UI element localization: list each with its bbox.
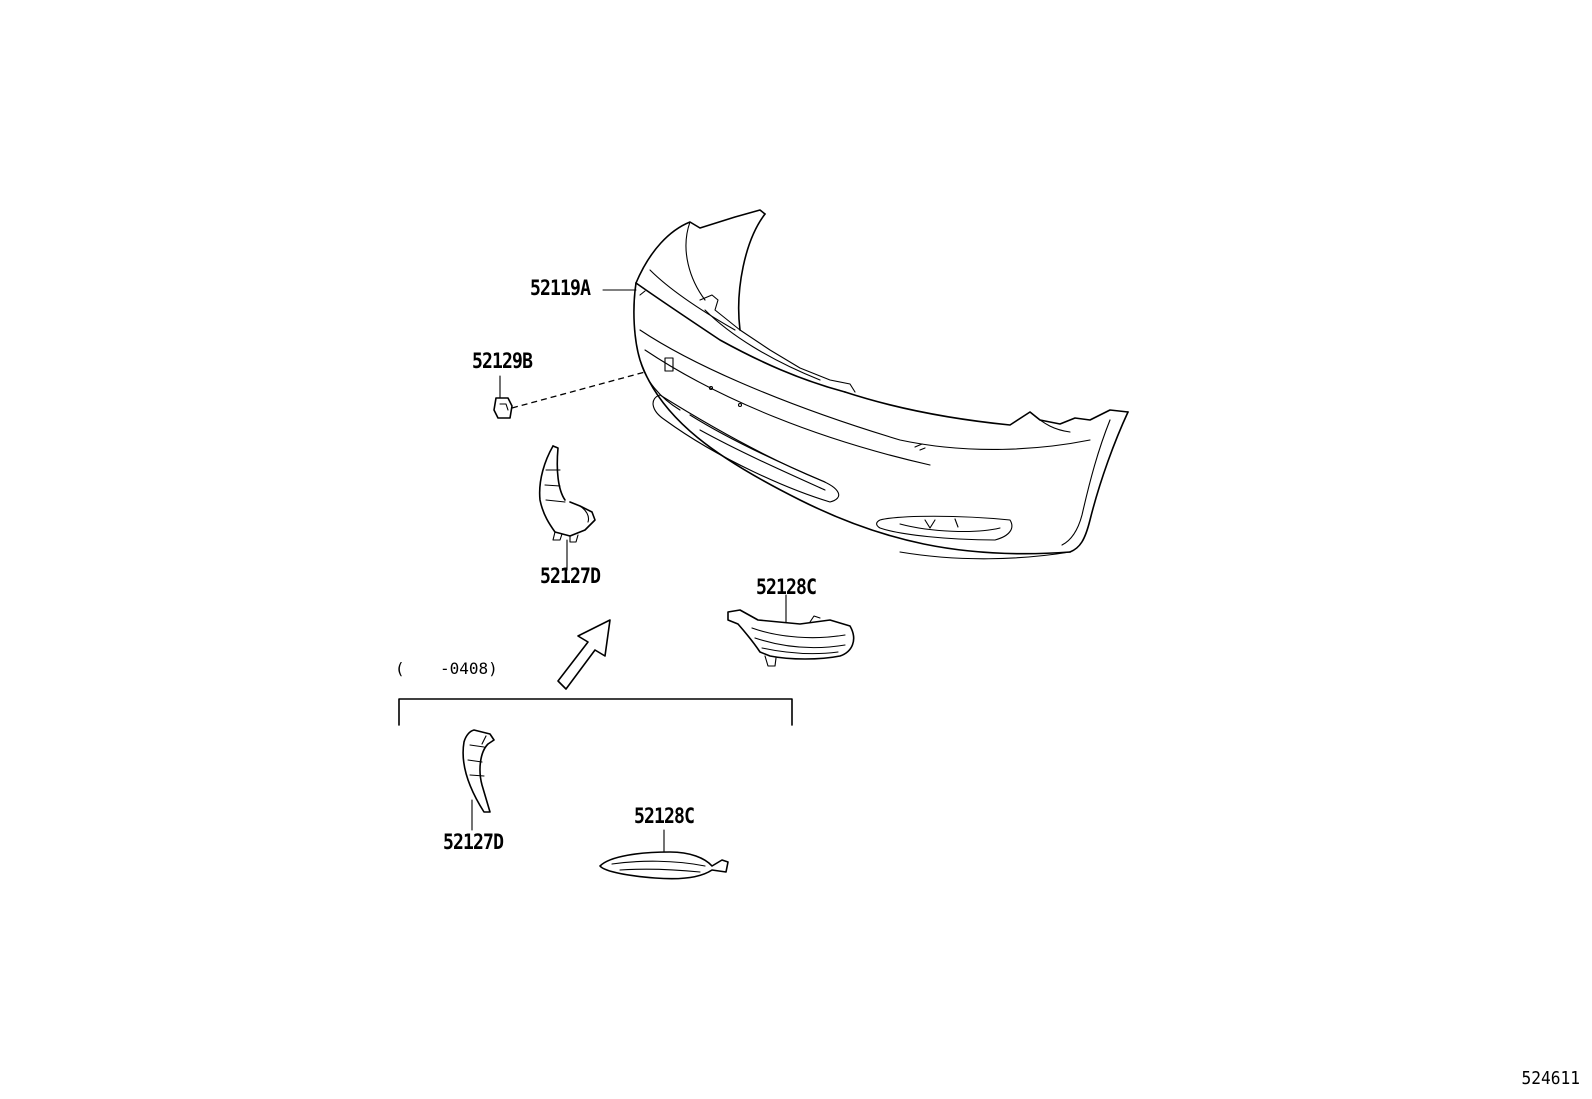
label-bumper-hole-cover[interactable]: 52129B [472,349,533,373]
label-support-upper[interactable]: 52127D [540,564,601,588]
label-lamp-cover-upper[interactable]: 52128C [756,575,817,599]
diagram-id: 524611 [1521,1068,1580,1089]
bumper-cover-drawing[interactable] [633,209,1129,560]
range-bracket-open: ( [395,659,405,678]
range-bracket-text: -0408) [440,659,498,678]
lamp-cover-lower-drawing[interactable] [599,851,729,880]
label-bumper-cover[interactable]: 52119A [530,276,591,300]
hole-cover-drawing[interactable] [493,397,513,419]
lamp-cover-upper-drawing[interactable] [727,609,855,667]
range-bracket-line [398,698,793,726]
assembly-arrow [557,619,611,690]
label-lamp-cover-lower[interactable]: 52128C [634,804,695,828]
support-upper-drawing[interactable] [538,445,596,543]
support-lower-drawing[interactable] [462,729,495,813]
hole-cover-dashed-leader [511,371,646,409]
label-support-lower[interactable]: 52127D [443,830,504,854]
